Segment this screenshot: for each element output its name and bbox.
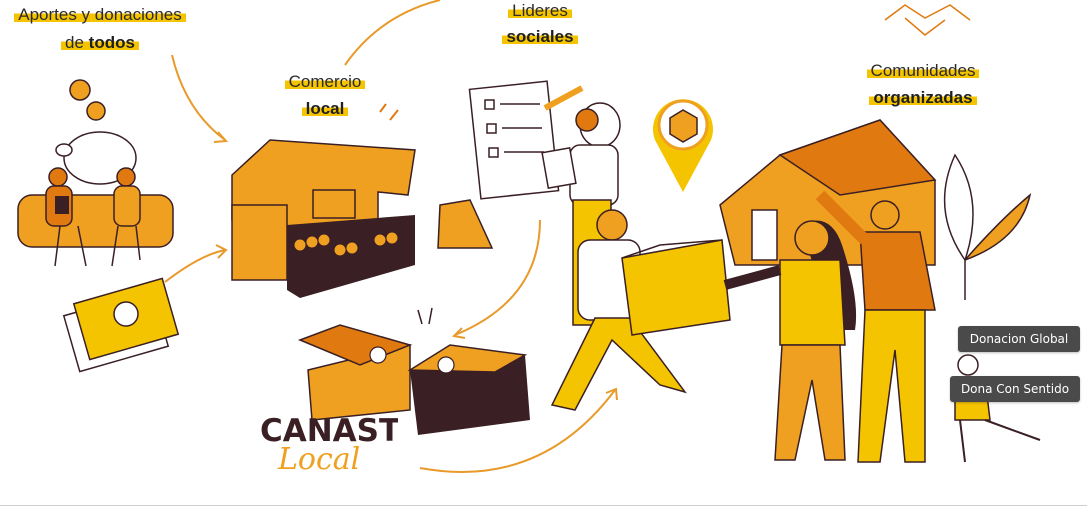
label-lideres: Lideres sociales: [490, 0, 590, 48]
canasta-local-logo: CANASTA Local: [258, 405, 422, 478]
market-stall: [231, 103, 494, 298]
piggy-bank-family: [17, 79, 174, 267]
label-comunidades: Comunidades organizadas: [848, 60, 998, 109]
label-comercio-line2: local: [305, 99, 345, 118]
canasta-local-logo-art: CANASTA Local: [260, 413, 422, 477]
location-pin: [653, 99, 713, 192]
flow-arrows: [164, 0, 618, 473]
label-comercio: Comercio local: [270, 71, 380, 120]
label-comercio-line1: Comercio: [284, 72, 366, 91]
child: [954, 354, 1041, 463]
label-aportes: Aportes y donaciones de todos: [0, 4, 200, 54]
handshake-icon: [884, 4, 971, 36]
dona-con-sentido-button[interactable]: Dona Con Sentido: [950, 376, 1080, 402]
donacion-global-button[interactable]: Donacion Global: [958, 326, 1080, 352]
leaves: [943, 153, 1032, 300]
label-aportes-line2-bold: todos: [88, 33, 135, 52]
bottom-divider: [0, 505, 1087, 506]
old-man-waving: [815, 190, 936, 463]
food-boxes: [297, 307, 530, 435]
checklist: [468, 80, 584, 200]
label-comunidades-line2: organizadas: [873, 88, 973, 107]
money-bills: [62, 277, 180, 373]
label-comunidades-line1: Comunidades: [866, 61, 980, 80]
label-lideres-line1: Lideres: [508, 1, 572, 20]
woman-long-hair: [723, 220, 857, 461]
label-aportes-line2-pre: de: [65, 33, 89, 52]
svg-text:Local: Local: [277, 442, 360, 473]
svg-text:CANASTA: CANASTA: [260, 413, 398, 449]
label-lideres-line2: sociales: [506, 27, 574, 46]
man-carrying-box: [550, 209, 731, 411]
label-aportes-line1: Aportes y donaciones: [14, 5, 186, 24]
